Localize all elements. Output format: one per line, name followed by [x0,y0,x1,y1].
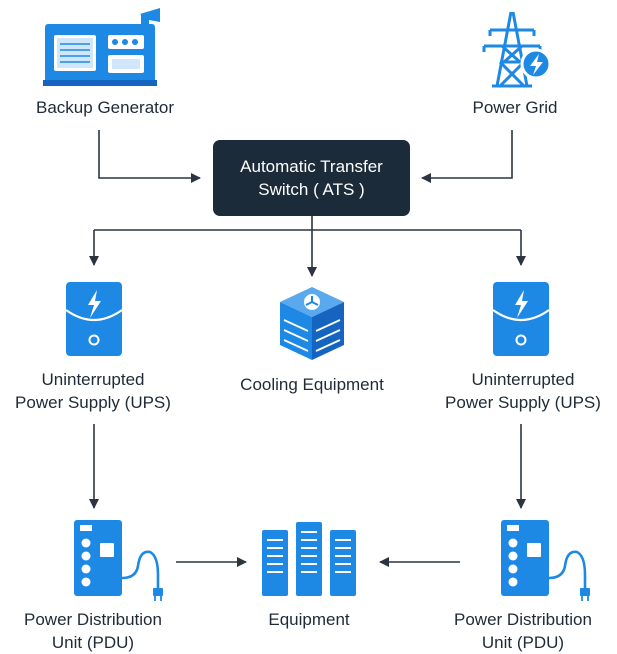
power-grid-label: Power Grid [440,96,590,119]
ats-line-2: Switch ( ATS ) [258,180,365,199]
ups-left-line-1: Uninterrupted [41,370,145,389]
arrow-generator-to-ats [98,130,201,183]
generator-icon [43,8,160,86]
ups-right-label: Uninterrupted Power Supply (UPS) [430,368,616,414]
pdu-right-icon [501,520,590,601]
connectors [89,130,526,567]
ups-right-line-1: Uninterrupted [471,370,575,389]
cooling-equipment-label: Cooling Equipment [211,373,413,396]
ats-box: Automatic Transfer Switch ( ATS ) [213,140,410,216]
ups-right-line-2: Power Supply (UPS) [445,393,601,412]
backup-generator-text: Backup Generator [36,98,174,117]
arrow-grid-to-ats [421,130,513,183]
ups-left-line-2: Power Supply (UPS) [15,393,171,412]
pdu-left-icon [74,520,163,601]
pdu-right-line-2: Unit (PDU) [481,633,565,652]
cooling-equipment-text: Cooling Equipment [240,375,384,394]
power-grid-text: Power Grid [472,98,558,117]
equipment-label: Equipment [234,608,384,631]
cooling-unit-icon [280,287,344,360]
equipment-text: Equipment [268,610,350,629]
pdu-left-line-2: Unit (PDU) [51,633,135,652]
pdu-left-label: Power Distribution Unit (PDU) [0,608,186,654]
ups-left-label: Uninterrupted Power Supply (UPS) [0,368,186,414]
ats-line-1: Automatic Transfer [240,157,383,176]
pdu-right-line-1: Power Distribution [454,610,592,629]
pdu-right-label: Power Distribution Unit (PDU) [430,608,616,654]
ups-left-icon [65,282,123,356]
backup-generator-label: Backup Generator [0,96,210,119]
lightning-badge-icon [520,48,552,80]
ups-right-icon [492,282,550,356]
server-rack-icon [262,522,356,596]
pdu-left-line-1: Power Distribution [24,610,162,629]
